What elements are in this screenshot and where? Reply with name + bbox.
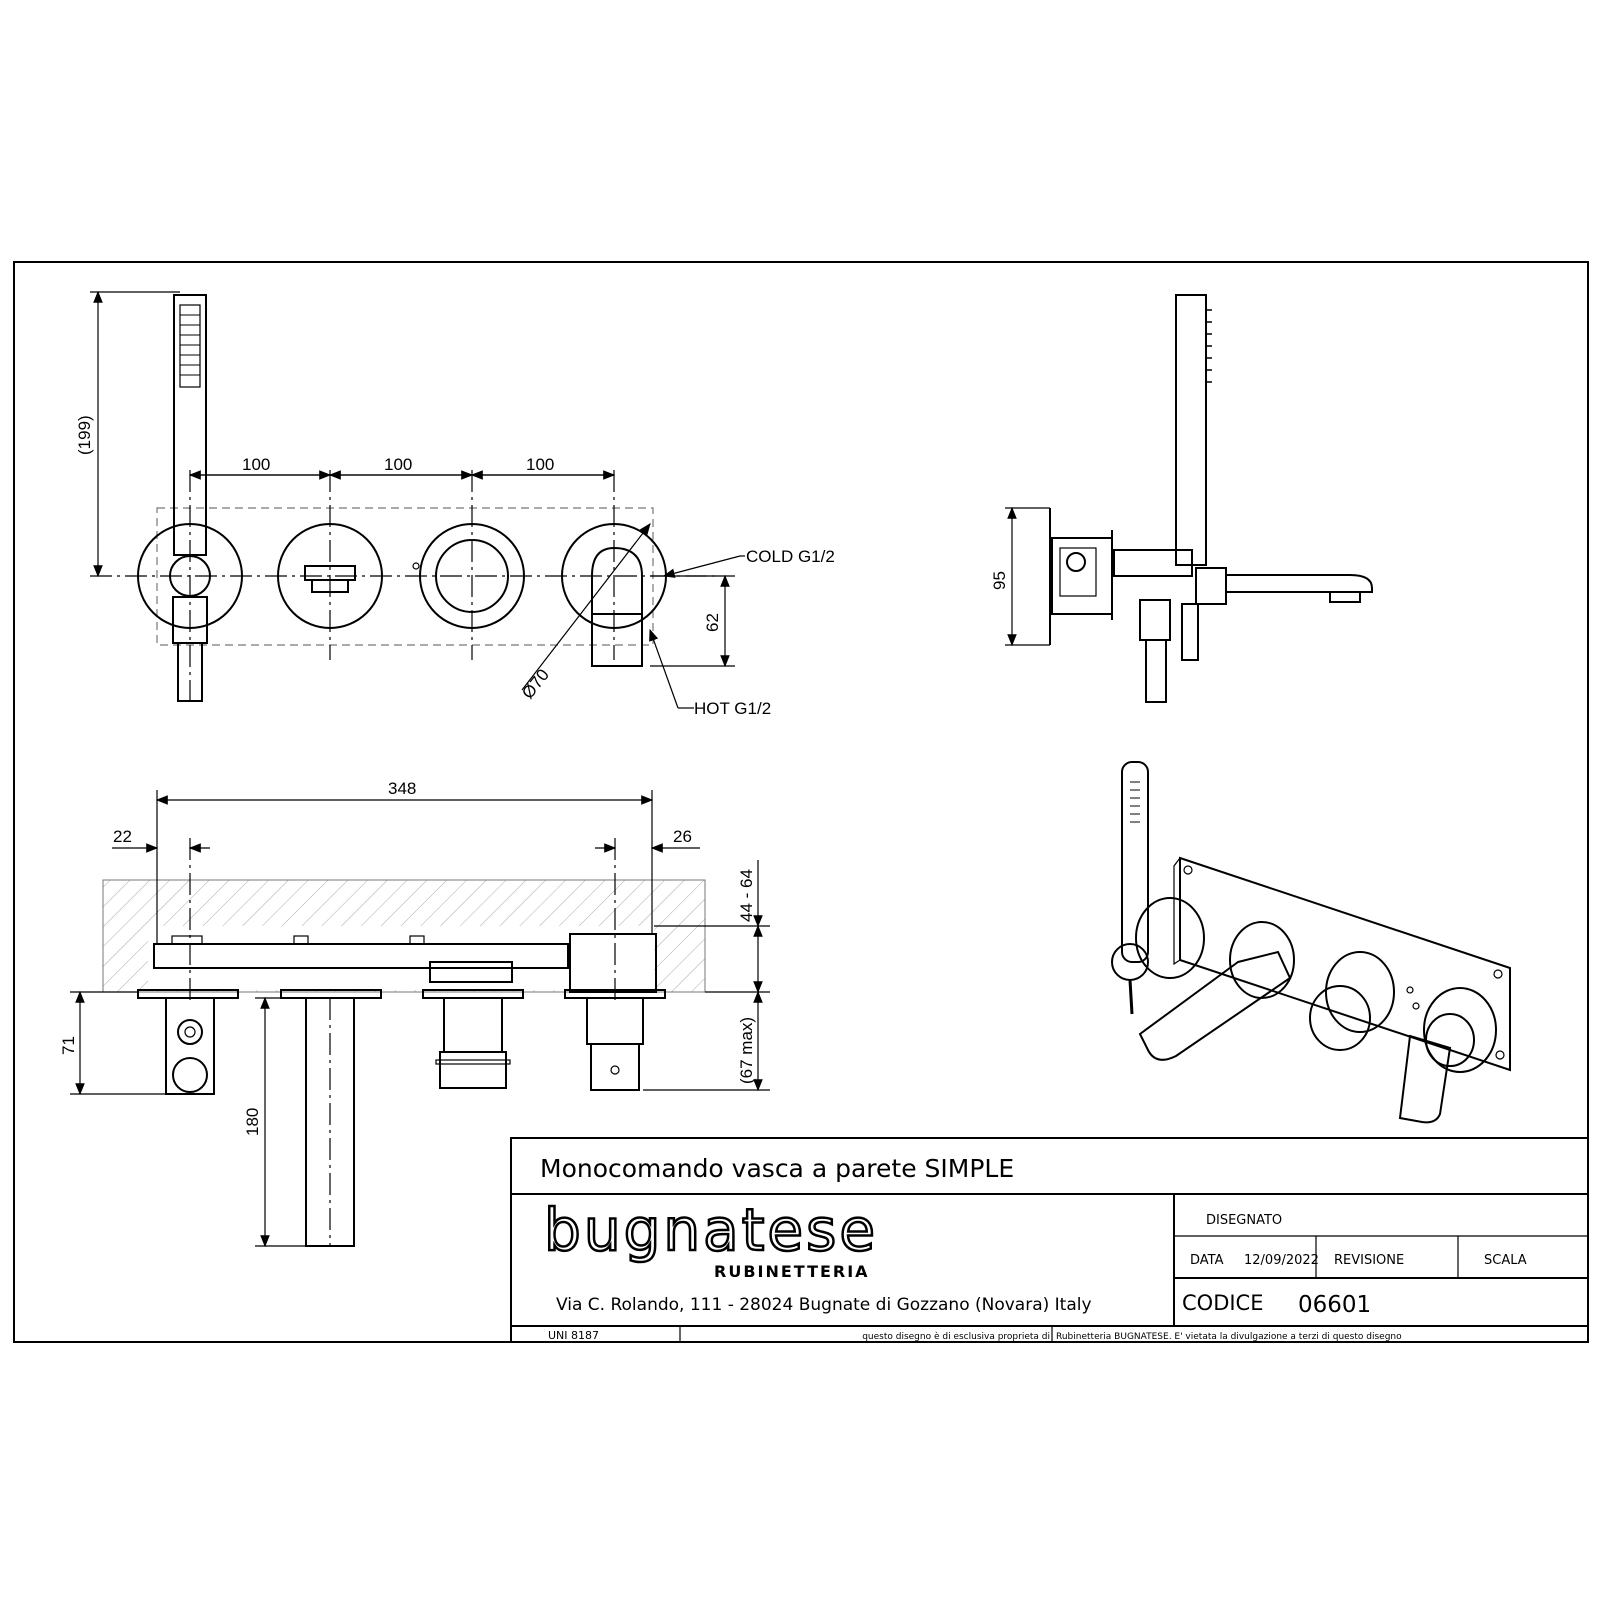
dim-180: 180 [243,1108,262,1136]
dim-67-max: (67 max) [737,1017,756,1084]
codice-value: 06601 [1298,1292,1371,1318]
dim-71: 71 [59,1036,78,1055]
norm-label: UNI 8187 [548,1329,599,1342]
dim-100-c: 100 [526,455,554,474]
front-view: (199) 100 100 100 COLD G1/2 HOT G1/2 62 … [75,290,835,718]
dim-26: 26 [673,827,692,846]
scala-label: SCALA [1484,1253,1527,1268]
dim-100-b: 100 [384,455,412,474]
brand-subtitle: RUBINETTERIA [714,1262,870,1281]
isometric-view [1111,761,1511,1124]
dim-62: 62 [703,613,722,632]
data-value: 12/09/2022 [1244,1253,1319,1268]
cold-label: COLD G1/2 [746,547,835,566]
dim-diameter-70: Ø70 [518,665,553,702]
disclaimer-left: questo disegno è di esclusiva proprieta … [862,1331,1050,1342]
spout-rosette-front [277,470,383,660]
company-address: Via C. Rolando, 111 - 28024 Bugnate di G… [556,1295,1092,1315]
dim-199: (199) [75,415,94,455]
dim-44-64: 44 - 64 [737,869,756,922]
dim-22: 22 [113,827,132,846]
drawing-title: Monocomando vasca a parete SIMPLE [540,1154,1014,1183]
title-block: Monocomando vasca a parete SIMPLE bugnat… [510,1137,1589,1343]
revisione-label: REVISIONE [1334,1253,1404,1268]
disegnato-label: DISEGNATO [1206,1213,1282,1228]
codice-label: CODICE [1182,1291,1264,1315]
section-view: 348 22 26 44 - 64 (67 max) 71 180 [59,779,770,1248]
dim-348: 348 [388,779,416,798]
hand-shower-front [137,294,243,702]
data-label: DATA [1190,1253,1224,1268]
diverter-rosette-front [412,470,525,660]
hot-label: HOT G1/2 [694,699,771,718]
disclaimer-right: Rubinetteria BUGNATESE. E' vietata la di… [1056,1332,1402,1342]
brand-logo-text: bugnatese [544,1196,878,1264]
mixer-rosette-front [561,470,667,667]
side-view: 95 [990,294,1373,703]
dim-95: 95 [990,571,1009,590]
dim-100-a: 100 [242,455,270,474]
